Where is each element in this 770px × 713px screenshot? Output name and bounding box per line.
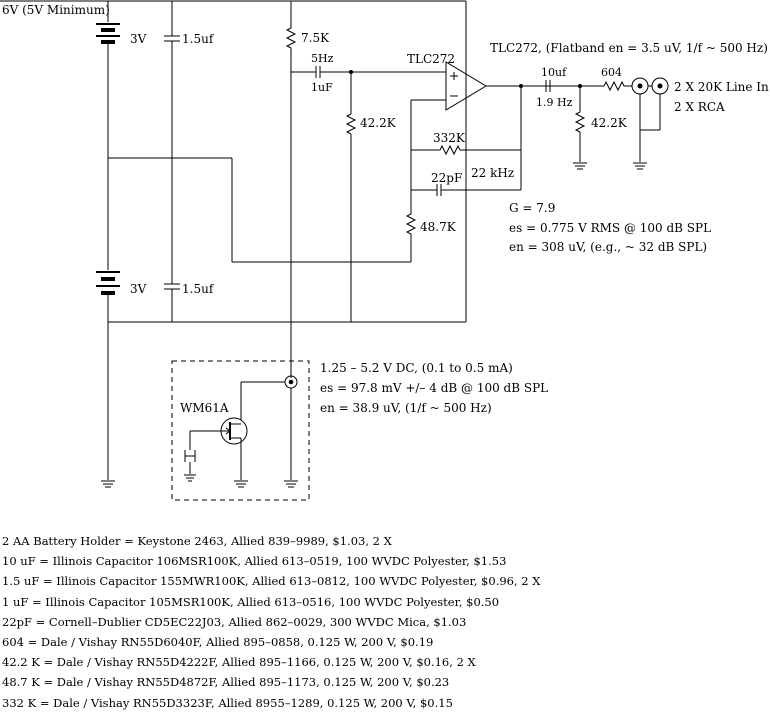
input-cap-label: 1uF: [311, 81, 333, 94]
mic-bias-line: [285, 1, 446, 378]
mic-en-label: en = 38.9 uV, (1/f ~ 500 Hz): [320, 401, 492, 415]
opamp-label: TLC272: [407, 52, 456, 66]
gain-resistor-label: 48.7K: [420, 220, 456, 234]
battery-column: [96, 1, 120, 488]
output-es-label: es = 0.775 V RMS @ 100 dB SPL: [509, 221, 712, 235]
feedback-freq-label: 22 kHz: [471, 166, 515, 180]
output-network: [545, 80, 632, 170]
bias-resistor-label: 7.5K: [301, 31, 330, 45]
parts-list-item: 1 uF = Illinois Capacitor 105MSR100K, Al…: [2, 594, 500, 609]
feedback-network: [411, 86, 522, 196]
output-resistor-label: 604: [601, 66, 622, 79]
parts-list: 2 AA Battery Holder = Keystone 2463, All…: [2, 531, 540, 713]
parts-list-item: 42.2 K = Dale / Vishay RN55D4222F, Allie…: [2, 655, 476, 670]
feedback-resistor-label: 332K: [433, 131, 465, 145]
output-line-in: 2 X 20K Line In: [674, 80, 769, 94]
input-resistor-label: 42.2K: [360, 116, 396, 130]
battery-top-label: 3V: [130, 32, 147, 46]
supply-label: 6V (5V Minimum): [2, 3, 110, 17]
parts-list-item: 332 K = Dale / Vishay RN55D3323F, Allied…: [2, 695, 453, 710]
output-rca: 2 X RCA: [674, 100, 725, 114]
mic-model-label: WM61A: [180, 401, 229, 415]
output-cap-freq: 1.9 Hz: [536, 96, 573, 109]
mic-dc-label: 1.25 – 5.2 V DC, (0.1 to 0.5 mA): [320, 361, 513, 375]
cap-top-label: 1.5uf: [182, 32, 214, 46]
supply-rails: [0, 0, 467, 323]
cap-column: [164, 1, 180, 322]
parts-list-item: 604 = Dale / Vishay RN55D6040F, Allied 8…: [2, 635, 434, 650]
output-cap-label: 10uf: [541, 66, 567, 79]
cap-bottom-label: 1.5uf: [182, 282, 214, 296]
input-resistor: [345, 72, 357, 322]
parts-list-item: 48.7 K = Dale / Vishay RN55D4872F, Allie…: [2, 675, 450, 690]
rca-jacks: [631, 77, 669, 170]
output-en-label: en = 308 uV, (e.g., ~ 32 dB SPL): [509, 240, 708, 254]
opamp-symbol: [445, 61, 604, 111]
parts-list-item: 2 AA Battery Holder = Keystone 2463, All…: [2, 534, 392, 548]
mic-es-label: es = 97.8 mV +/– 4 dB @ 100 dB SPL: [320, 381, 549, 395]
parts-list-item: 10 uF = Illinois Capacitor 106MSR100K, A…: [2, 554, 507, 569]
opamp-note: TLC272, (Flatband en = 3.5 uV, 1/f ~ 500…: [490, 41, 768, 55]
bias-network: [231, 99, 446, 263]
load-resistor-label: 42.2K: [591, 116, 627, 130]
schematic-drawing: [0, 0, 669, 501]
feedback-cap-label: 22pF: [431, 171, 463, 185]
parts-list-item: 22pF = Cornell–Dublier CD5EC22J03, Allie…: [2, 614, 467, 629]
parts-list-item: 1.5 uF = Illinois Capacitor 155MWR100K, …: [2, 574, 541, 589]
mic-capsule: [171, 360, 310, 501]
input-cap-freq: 5Hz: [311, 52, 334, 65]
battery-bottom-label: 3V: [130, 282, 147, 296]
gain-label: G = 7.9: [509, 201, 556, 215]
